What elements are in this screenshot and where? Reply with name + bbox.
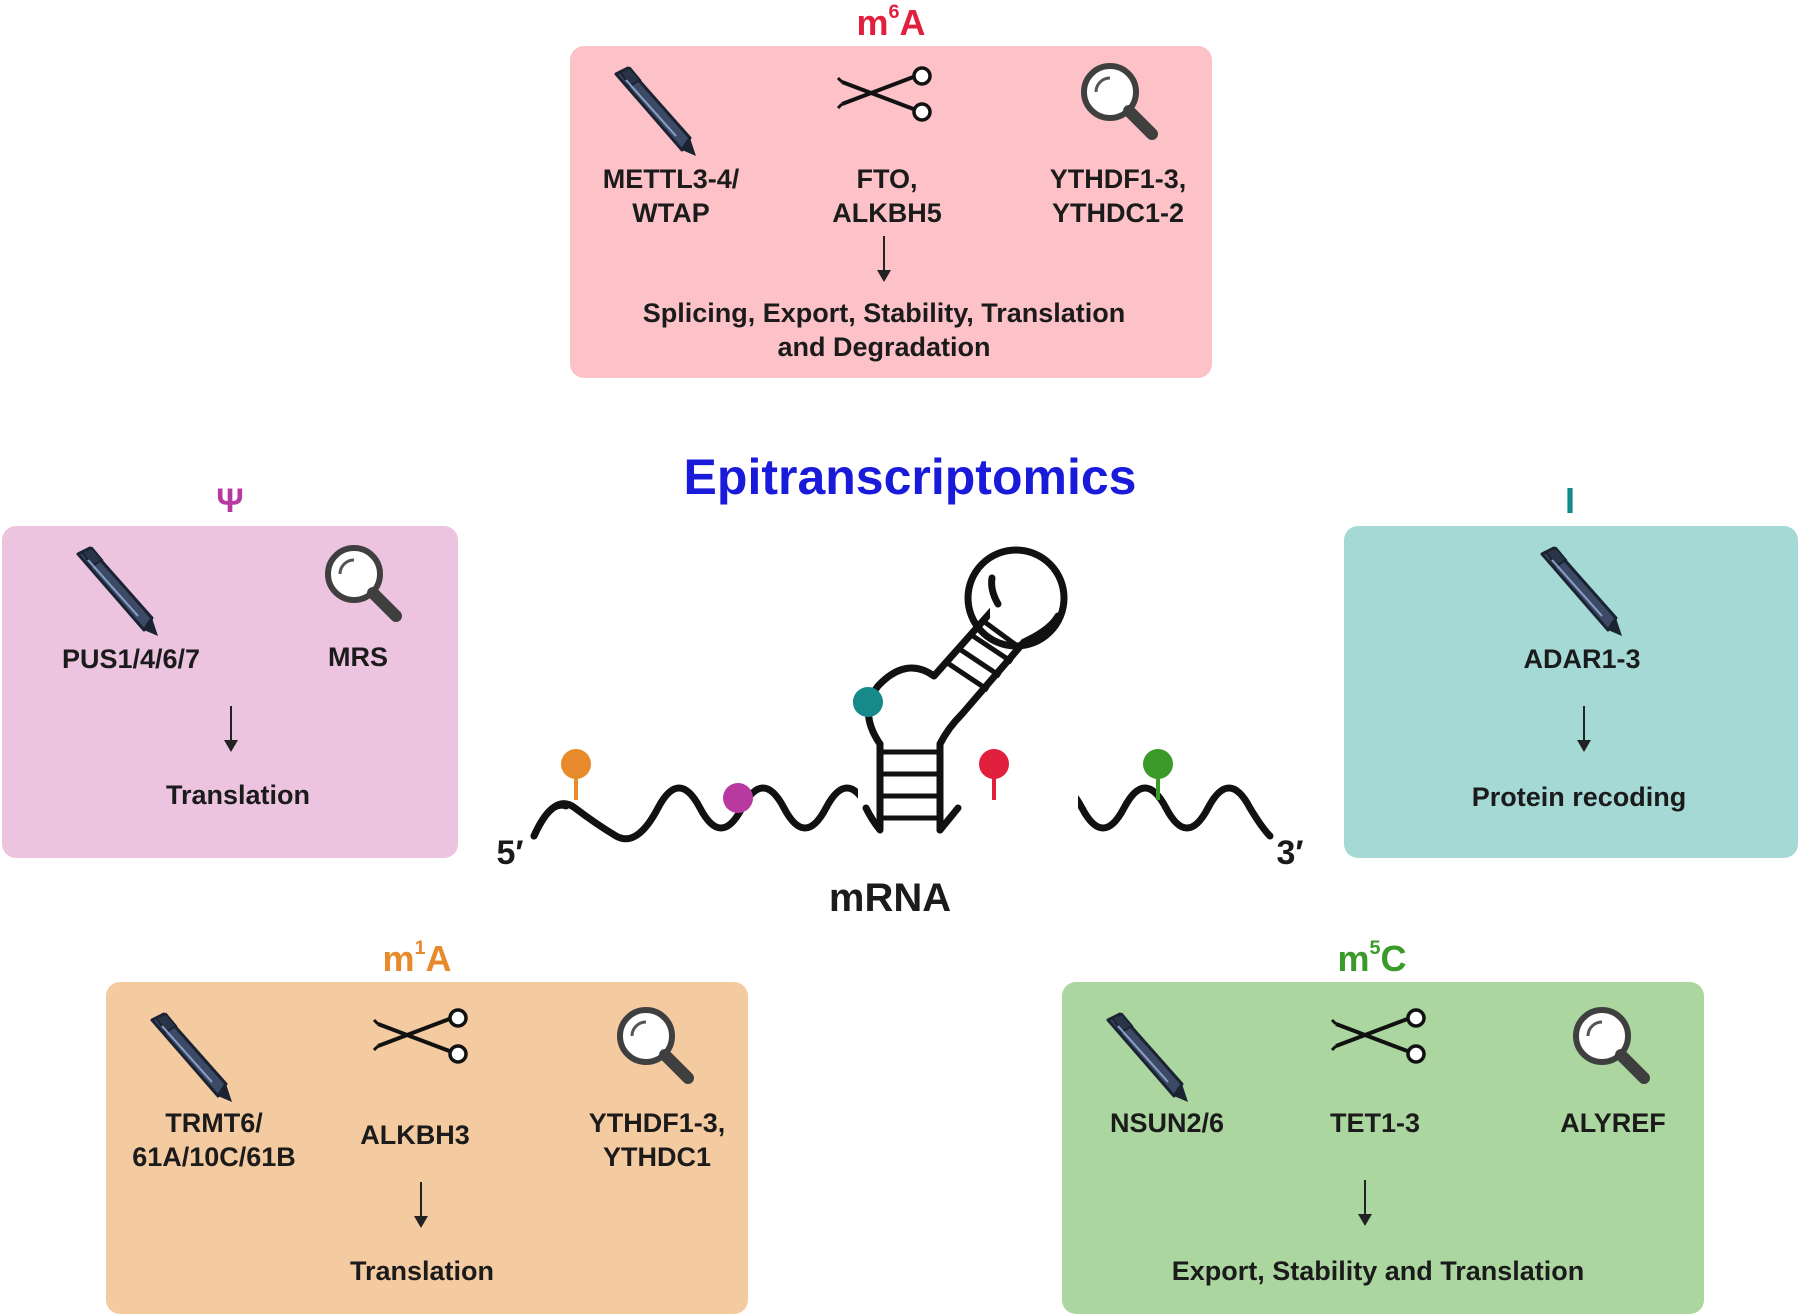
m5c-writer-label: NSUN2/6 bbox=[1109, 1108, 1225, 1138]
psi-title: Ψ bbox=[216, 482, 244, 520]
m5c-box bbox=[1062, 982, 1704, 1314]
three-prime-label: 3′ bbox=[1276, 834, 1304, 872]
psi-function-label: Translation bbox=[165, 780, 311, 810]
m6a-arrow bbox=[877, 236, 891, 282]
m1a-arrow bbox=[414, 1182, 428, 1228]
inosine-function-label: Protein recoding bbox=[1471, 782, 1687, 812]
inosine-writer-label: ADAR1-3 bbox=[1523, 644, 1641, 674]
psi-marker bbox=[723, 783, 753, 813]
m1a-box bbox=[106, 982, 748, 1314]
m6a-title: m6A bbox=[856, 1, 926, 43]
m5c-arrow bbox=[1358, 1180, 1372, 1226]
inosine-title: I bbox=[1564, 480, 1575, 521]
page-title: Epitranscriptomics bbox=[683, 449, 1137, 505]
psi-writer-label: PUS1/4/6/7 bbox=[61, 644, 201, 674]
m6a-writer-label: METTL3-4/WTAP bbox=[602, 164, 740, 228]
m1a-marker bbox=[561, 749, 591, 779]
m1a-eraser-label: ALKBH3 bbox=[360, 1120, 470, 1150]
inosine-box bbox=[1344, 526, 1798, 858]
psi-box bbox=[2, 526, 458, 858]
m5c-title: m5C bbox=[1337, 937, 1407, 979]
m1a-title: m1A bbox=[382, 937, 452, 979]
m1a-function-label: Translation bbox=[349, 1256, 495, 1286]
psi-arrow bbox=[224, 706, 238, 752]
mrna-label: mRNA bbox=[828, 876, 952, 920]
psi-reader-label: MRS bbox=[328, 642, 388, 672]
m6a-function-label: Splicing, Export, Stability, Translation… bbox=[642, 298, 1126, 362]
inosine-arrow bbox=[1577, 706, 1591, 752]
m5c-reader-label: ALYREF bbox=[1560, 1108, 1666, 1138]
m1a-writer-label: TRMT6/61A/10C/61B bbox=[132, 1108, 296, 1172]
m1a-reader-label: YTHDF1-3,YTHDC1 bbox=[588, 1108, 726, 1172]
m6a-box bbox=[570, 46, 1212, 378]
m6a-reader-label: YTHDF1-3,YTHDC1-2 bbox=[1049, 164, 1187, 228]
m5c-marker bbox=[1143, 749, 1173, 779]
five-prime-label: 5′ bbox=[496, 834, 524, 872]
m5c-eraser-label: TET1-3 bbox=[1329, 1108, 1421, 1138]
m6a-eraser-label: FTO,ALKBH5 bbox=[832, 164, 942, 228]
m5c-function-label: Export, Stability and Translation bbox=[1171, 1256, 1585, 1286]
